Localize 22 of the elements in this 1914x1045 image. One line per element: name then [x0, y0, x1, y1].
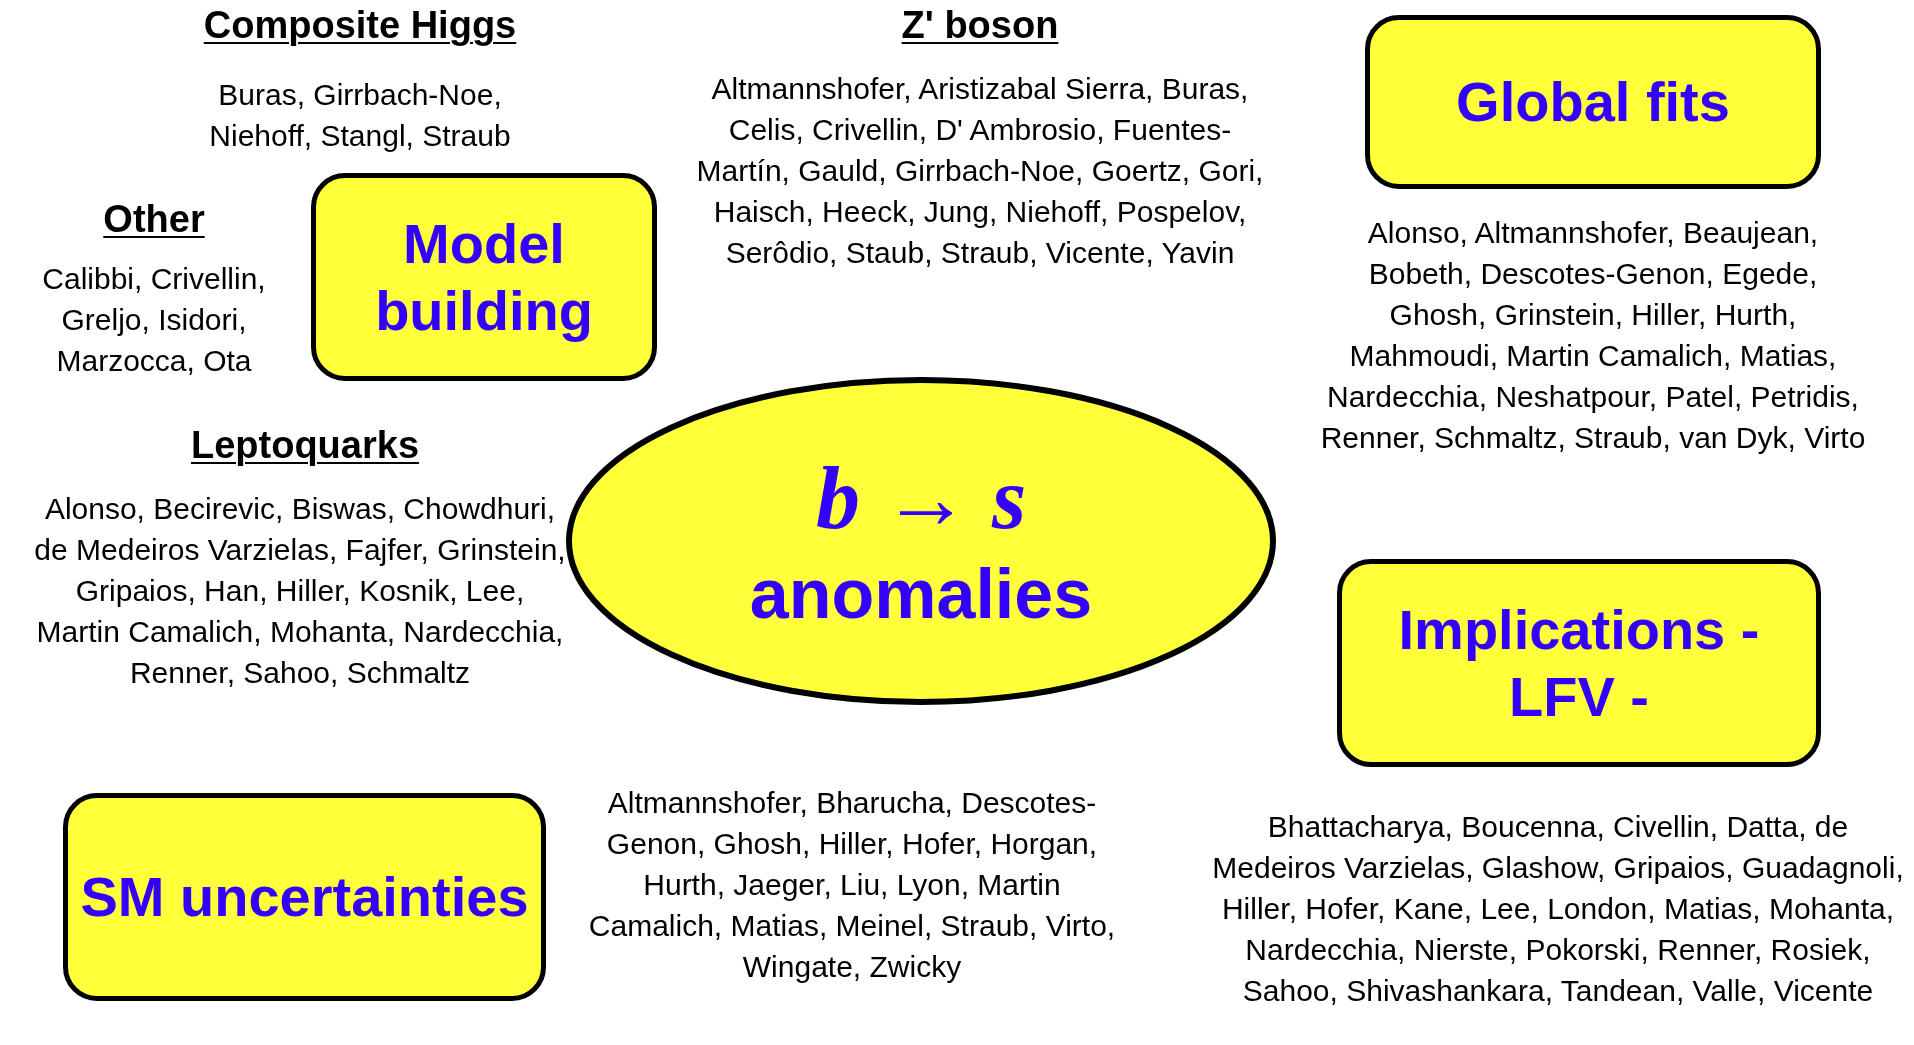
section-heading: Z' boson: [901, 4, 1059, 47]
topic-title: Model building: [374, 210, 594, 344]
topic-box: [1337, 559, 1821, 767]
author-list: Altmannshofer, Aristizabal Sierra, Buras, Celis, Crivellin, D' Ambrosio, Fuentes-Martín, Gauld, Girrbach-Noe, Goertz, Gori, Haisch, Heeck, Jung, Niehoff, Pospelov, Serôdio, Staub, Straub, Vicente, Yavin: [690, 68, 1270, 273]
author-list: Buras, Girrbach-Noe, Niehoff, Stangl, Straub: [175, 74, 545, 156]
author-list: Alonso, Becirevic, Biswas, Chowdhuri, de Medeiros Varzielas, Fajfer, Grinstein, Gripaios, Han, Hiller, Kosnik, Lee, Martin Camalich, Mohanta, Nardecchia, Renner, Sahoo, Schmaltz: [30, 488, 570, 693]
topic-box: [1365, 15, 1821, 189]
section-heading: Composite Higgs: [203, 4, 517, 47]
author-list: Bhattacharya, Boucenna, Civellin, Datta, de Medeiros Varzielas, Glashow, Gripaios, Guadagnoli, Hiller, Hofer, Kane, Lee, London, Matias, Mohanta, Nardecchia, Nierste, Pokorski, Renner, Rosiek, Sahoo, Shivashankara, Tandean, Valle, Vicente: [1204, 806, 1912, 1011]
author-list: Altmannshofer, Bharucha, Descotes-Genon, Ghosh, Hiller, Hofer, Horgan, Hurth, Jaeger, Liu, Lyon, Martin Camalich, Matias, Meinel, Straub, Virto, Wingate, Zwicky: [574, 782, 1130, 987]
topic-box: [63, 793, 546, 1001]
topic-title: Implications - LFV -: [1397, 596, 1761, 730]
section-heading: Leptoquarks: [191, 424, 419, 467]
author-list: Alonso, Altmannshofer, Beaujean, Bobeth, Descotes-Genon, Egede, Ghosh, Grinstein, Hiller, Hurth, Mahmoudi, Martin Camalich, Matias, Nardecchia, Neshatpour, Patel, Petridis, Renner, Schmaltz, Straub, van Dyk, Virto: [1318, 212, 1868, 458]
author-list: Calibbi, Crivellin, Greljo, Isidori, Marzocca, Ota: [6, 258, 302, 381]
topic-title: anomalies: [749, 553, 1093, 635]
topic-ellipse: [565, 376, 1277, 706]
section-heading: Other: [103, 198, 205, 241]
topic-title: SM uncertainties: [80, 864, 529, 931]
topic-box: [311, 173, 657, 381]
topic-title: b → s: [815, 449, 1027, 550]
topic-title: Global fits: [1456, 69, 1730, 135]
